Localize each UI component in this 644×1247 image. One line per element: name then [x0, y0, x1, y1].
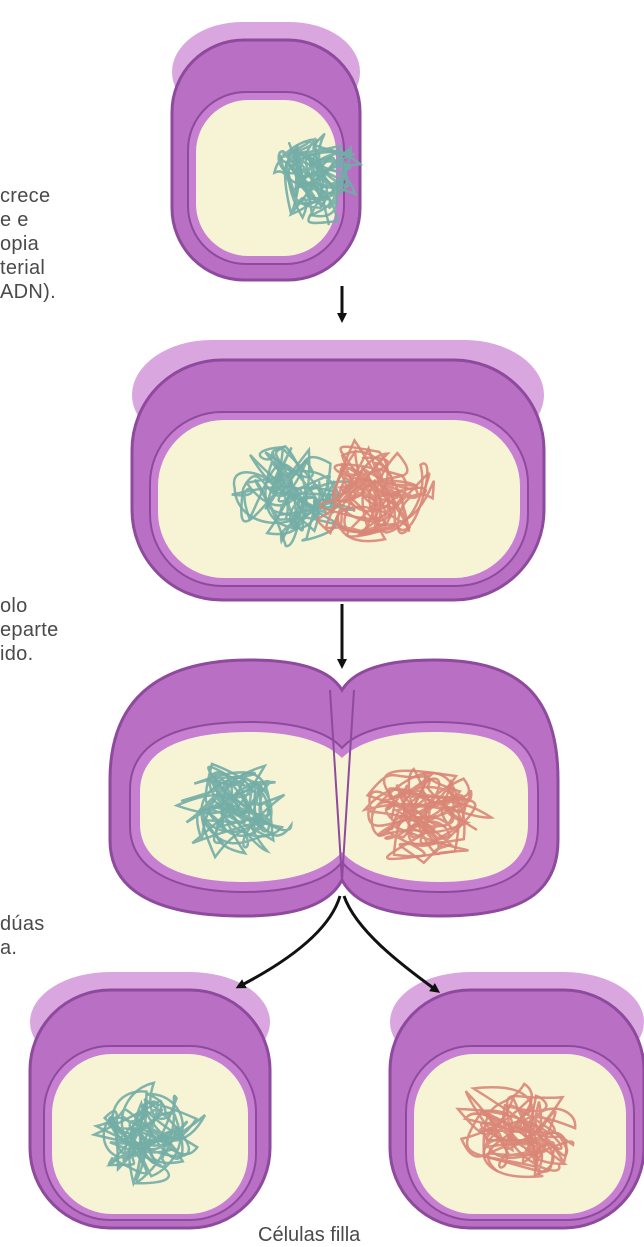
daughter-cell-left [30, 972, 270, 1228]
caption-line: opia [0, 232, 56, 256]
caption-line: eparte [0, 618, 59, 642]
caption-line: ADN). [0, 280, 56, 304]
caption-line: dúas [0, 912, 45, 936]
caption-step-2: olo eparte ido. [0, 594, 59, 666]
caption-line: terial [0, 256, 56, 280]
cell-stage-1 [172, 22, 360, 280]
daughter-cell-right [390, 972, 644, 1228]
caption-line: e e [0, 208, 56, 232]
caption-line: a. [0, 936, 45, 960]
daughter-cells-label: Células filla [258, 1224, 360, 1247]
caption-line: crece [0, 184, 56, 208]
caption-line: ido. [0, 642, 59, 666]
cell-stage-3 [110, 660, 558, 916]
caption-line: olo [0, 594, 59, 618]
caption-step-1: crece e e opia terial ADN). [0, 184, 56, 304]
caption-step-3: dúas a. [0, 912, 45, 960]
cell-stage-2 [132, 340, 544, 600]
